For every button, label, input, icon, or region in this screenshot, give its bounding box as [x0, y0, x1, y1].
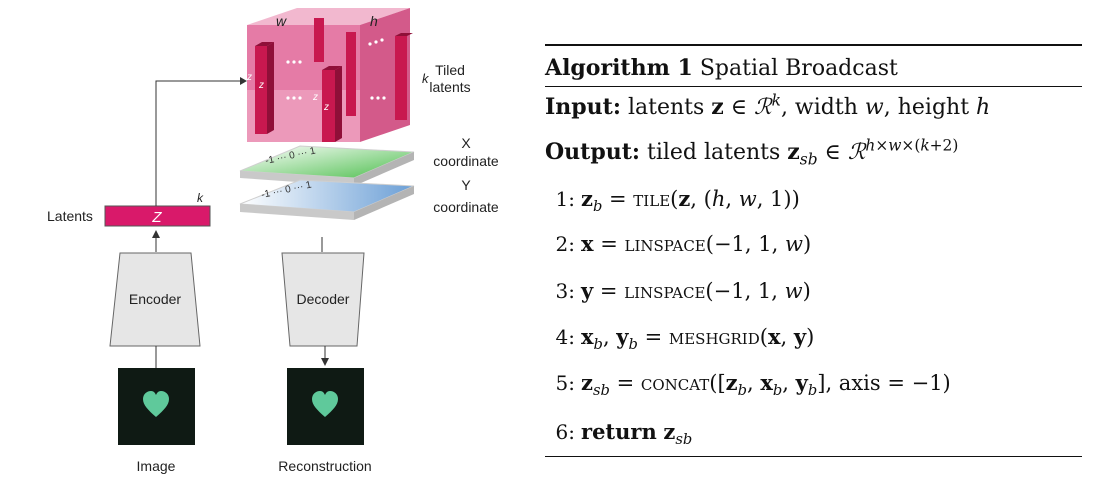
latents-label: Latents	[47, 208, 93, 224]
height-label: h	[370, 13, 378, 29]
arrowhead-icon	[152, 230, 160, 238]
reconstruction-label: Reconstruction	[278, 458, 371, 474]
bottom-rule	[545, 456, 1082, 457]
tile-z-glyph: z	[312, 92, 318, 103]
title-rule	[545, 86, 1082, 87]
y-coordinate-label: Y	[461, 177, 471, 193]
step-number: 1:	[555, 187, 575, 211]
algorithm-name: Spatial Broadcast	[699, 56, 898, 81]
algorithm-number: Algorithm 1	[545, 55, 693, 81]
algo-step-5: 5:zsb = concat([zb, xb, yb], axis = −1)	[545, 371, 951, 398]
output-line: Output: tiled latents zsb ∈ ℛh×w×(k+2)	[545, 136, 959, 169]
step-number: 5:	[555, 371, 575, 395]
x-coordinate-plane: -1 ··· 0 ··· 1	[239, 145, 415, 186]
tile-z-glyph: z	[258, 80, 264, 91]
input-line: Input: latents z ∈ ℛk, width w, height h	[545, 91, 991, 120]
y-coordinate-plane: -1 ··· 0 ··· 1	[239, 179, 415, 220]
tile-z-glyph: z	[246, 72, 252, 83]
decoder-block	[281, 252, 365, 347]
depth-k-label: k	[422, 71, 430, 86]
algo-step-6: 6:return zsb	[545, 419, 693, 447]
encoder-block	[109, 252, 201, 347]
step-number: 3:	[555, 279, 575, 303]
arrowhead-icon	[321, 358, 329, 366]
x-coordinate-label: X	[461, 135, 471, 151]
input-image	[118, 368, 195, 445]
tiled-latents-label-2: latents	[429, 79, 470, 95]
image-label: Image	[137, 458, 176, 474]
algo-step-2: 2:x = linspace(−1, 1, w)	[545, 232, 812, 256]
x-coordinate-label-2: coordinate	[433, 153, 499, 169]
algo-step-4: 4:xb, yb = meshgrid(x, y)	[545, 325, 815, 352]
reconstruction-image	[287, 368, 364, 445]
encoder-label: Encoder	[129, 291, 181, 307]
algo-step-1: 1:zb = tile(z, (h, w, 1))	[545, 187, 800, 214]
y-coordinate-label-2: coordinate	[433, 199, 499, 215]
algorithm-box: Algorithm 1 Spatial Broadcast Input: lat…	[545, 44, 1082, 458]
step-number: 6:	[555, 420, 575, 444]
heart-icon	[312, 391, 338, 417]
step-number: 2:	[555, 232, 575, 256]
tiled-latents-cube: z z z z	[246, 8, 413, 142]
heart-icon	[143, 391, 169, 417]
latent-to-tile-arrow	[155, 80, 240, 206]
step-number: 4:	[555, 325, 575, 349]
latent-k-label: k	[197, 191, 204, 205]
latent-z-label: Z	[151, 209, 162, 226]
top-rule	[545, 44, 1082, 46]
latent-vector-bar	[104, 205, 211, 227]
input-keyword: Input:	[545, 94, 621, 120]
spatial-broadcast-diagram: z z z z w h k Tiled latents -1 ··· 0 ···…	[47, 8, 499, 474]
tile-z-glyph: z	[323, 102, 329, 113]
return-keyword: return	[581, 419, 657, 444]
decoder-label: Decoder	[297, 291, 350, 307]
arrowhead-icon	[240, 77, 247, 85]
algo-step-3: 3:y = linspace(−1, 1, w)	[545, 280, 811, 302]
algorithm-title: Algorithm 1 Spatial Broadcast	[545, 57, 898, 80]
tiled-latents-label: Tiled	[435, 62, 465, 78]
width-label: w	[276, 13, 287, 29]
output-keyword: Output:	[545, 139, 640, 165]
